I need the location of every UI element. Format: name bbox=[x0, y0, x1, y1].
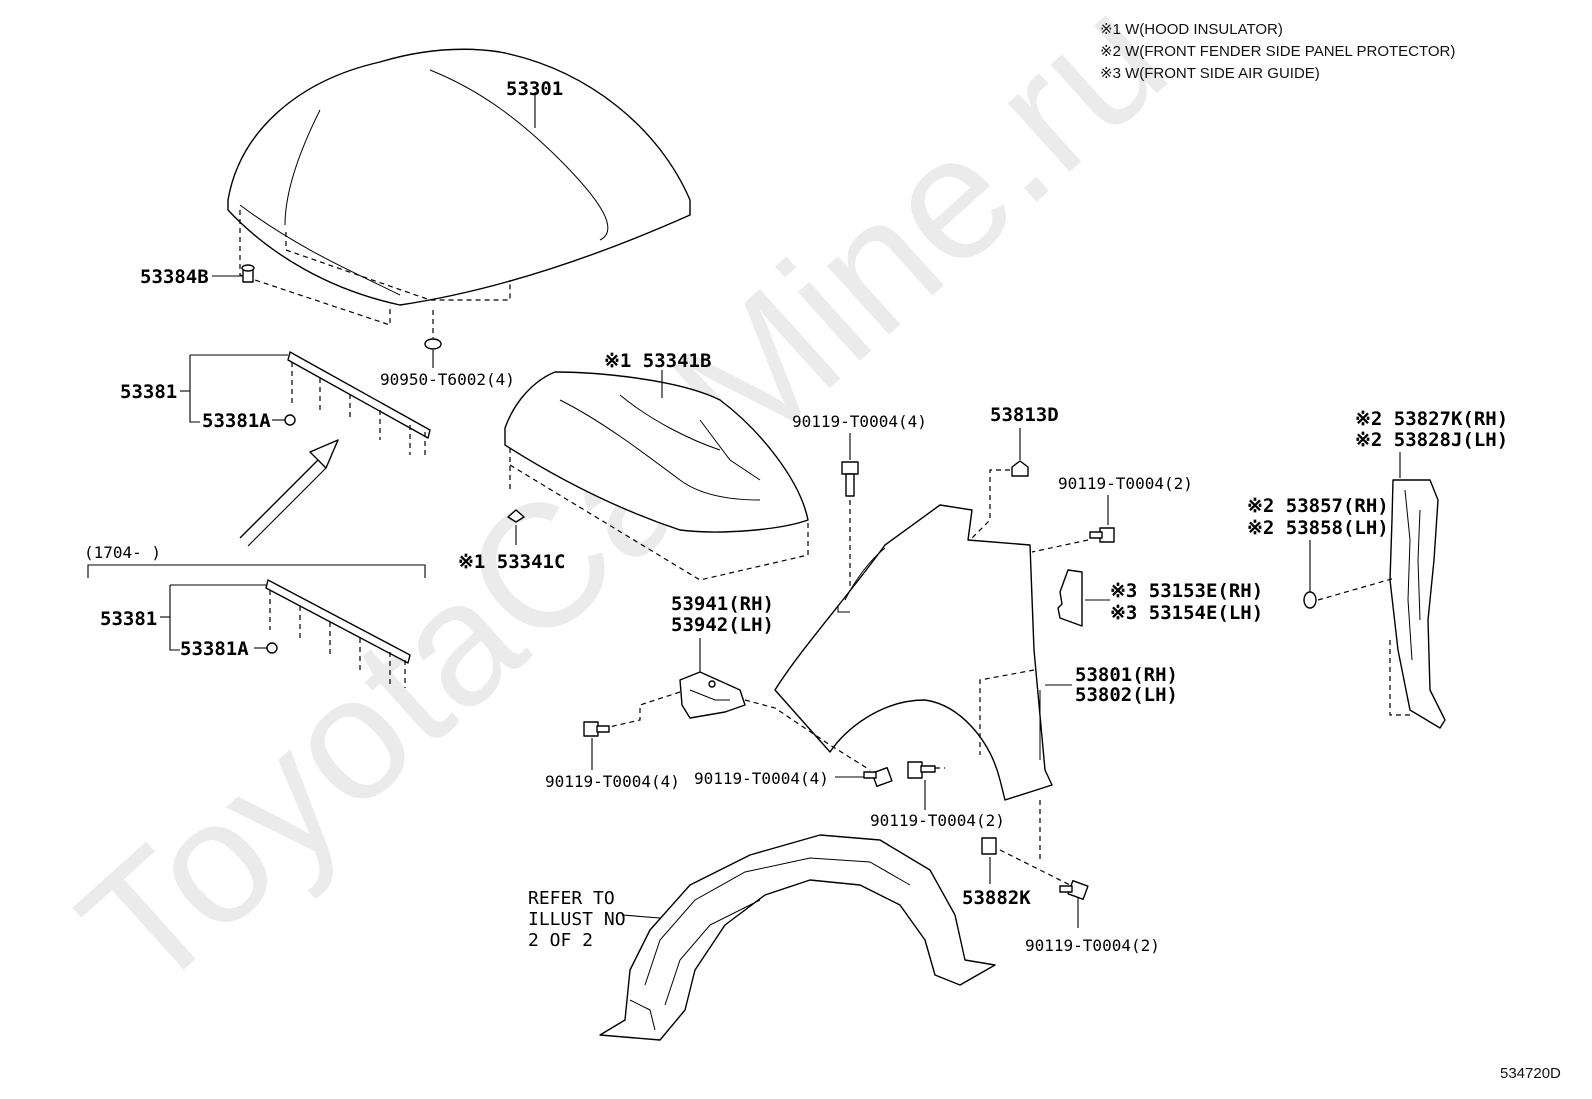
seal-upper-clip-part bbox=[284, 414, 296, 426]
insulator-retainer-part bbox=[507, 509, 525, 523]
label-air-guide-lh: ※3 53154E(LH) bbox=[1110, 602, 1263, 624]
label-fender-cushion: 53813D bbox=[990, 404, 1059, 426]
label-fender-rh: 53801(RH) bbox=[1075, 664, 1178, 686]
label-seal-upper-clip: 53381A bbox=[202, 410, 271, 432]
label-refer-line-2: ILLUST NO bbox=[528, 909, 626, 930]
air-guide-part bbox=[1057, 569, 1083, 627]
fender-liner-part bbox=[599, 834, 996, 1041]
bolt-fender-top-part bbox=[841, 461, 859, 497]
bolt-fender-front-part bbox=[863, 766, 893, 788]
protector-part bbox=[1389, 479, 1446, 729]
legend-line-2: ※2 W(FRONT FENDER SIDE PANEL PROTECTOR) bbox=[1100, 43, 1455, 60]
label-air-guide-rh: ※3 53153E(RH) bbox=[1110, 580, 1263, 602]
label-protector-lh: ※2 53828J(LH) bbox=[1355, 429, 1508, 451]
bolt-fender-lower-part bbox=[907, 761, 936, 779]
bracket-part bbox=[679, 671, 746, 719]
legend-line-3: ※3 W(FRONT SIDE AIR GUIDE) bbox=[1100, 65, 1320, 82]
fender-part bbox=[774, 504, 1053, 801]
label-fender-lh: 53802(LH) bbox=[1075, 684, 1178, 706]
label-bolt-fender-top: 90119-T0004(4) bbox=[792, 412, 927, 431]
label-bracket-lh: 53942(LH) bbox=[671, 614, 774, 636]
label-bolt-fender-right: 90119-T0004(2) bbox=[1058, 474, 1193, 493]
label-bolt-bottom: 90119-T0004(2) bbox=[1025, 936, 1160, 955]
hood-stopper-part bbox=[241, 264, 255, 283]
label-hood-insulator: ※1 53341B bbox=[604, 350, 711, 372]
label-refer-line-1: REFER TO bbox=[528, 888, 615, 909]
fender-cushion-part bbox=[1011, 460, 1029, 477]
hood-part bbox=[227, 48, 691, 306]
bolt-fender-right-part bbox=[1089, 527, 1115, 543]
label-hood: 53301 bbox=[506, 78, 563, 100]
direction-arrow bbox=[239, 439, 339, 547]
legend-line-1: ※1 W(HOOD INSULATOR) bbox=[1100, 21, 1283, 38]
label-seal-upper: 53381 bbox=[120, 381, 177, 403]
label-seal-lower: 53381 bbox=[100, 608, 157, 630]
label-bolt-fender-front: 90119-T0004(4) bbox=[694, 769, 829, 788]
seal-upper-part bbox=[287, 351, 431, 458]
label-bolt-fender-lower: 90119-T0004(2) bbox=[870, 811, 1005, 830]
seal-lower-part bbox=[265, 579, 411, 688]
hood-clip-part bbox=[424, 310, 442, 350]
seal-pad-part bbox=[981, 837, 997, 855]
bolt-bottom-part bbox=[1059, 879, 1089, 901]
hood-insulator-part bbox=[504, 371, 809, 533]
label-bolt-bracket: 90119-T0004(4) bbox=[545, 772, 680, 791]
clip-part bbox=[1303, 591, 1317, 609]
label-clip-rh: ※2 53857(RH) bbox=[1247, 495, 1389, 517]
label-date-range: (1704- ) bbox=[84, 543, 161, 562]
illustration-id: 534720D bbox=[1500, 1065, 1561, 1082]
label-refer-line-3: 2 OF 2 bbox=[528, 930, 593, 951]
label-seal-pad: 53882K bbox=[962, 887, 1031, 909]
label-insulator-retainer: ※1 53341C bbox=[458, 551, 565, 573]
label-protector-rh: ※2 53827K(RH) bbox=[1355, 408, 1508, 430]
label-hood-stopper: 53384B bbox=[140, 266, 209, 288]
seal-lower-clip-part bbox=[266, 642, 278, 654]
bolt-bracket-part bbox=[583, 721, 610, 737]
label-clip-lh: ※2 53858(LH) bbox=[1247, 517, 1389, 539]
label-seal-lower-clip: 53381A bbox=[180, 638, 249, 660]
label-bracket-rh: 53941(RH) bbox=[671, 593, 774, 615]
label-hood-clip: 90950-T6002(4) bbox=[380, 370, 515, 389]
